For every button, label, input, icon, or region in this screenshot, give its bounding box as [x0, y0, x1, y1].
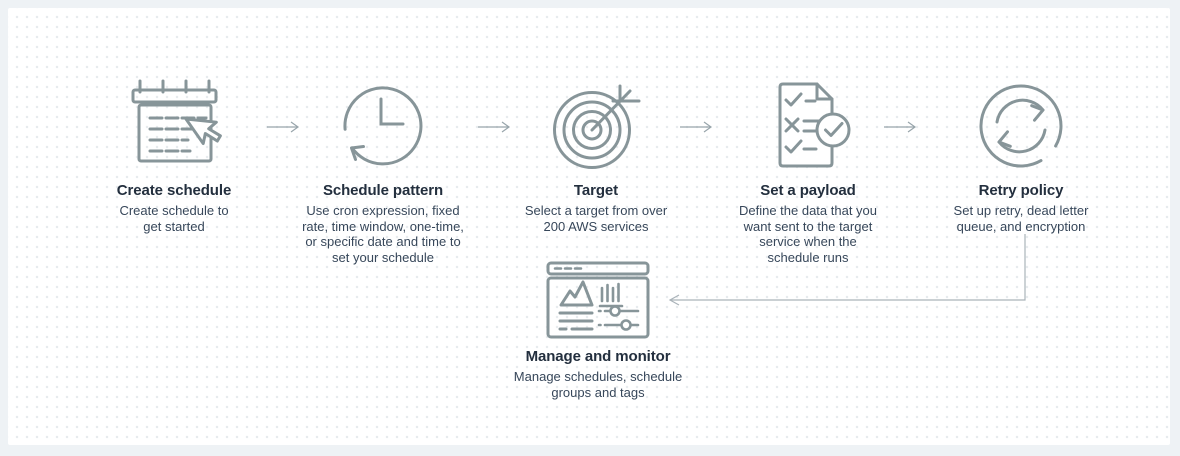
step-description: Use cron expression, fixed rate, time wi… — [302, 203, 464, 265]
retry-sync-icon — [926, 78, 1116, 174]
step-description: Manage schedules, schedule groups and ta… — [513, 369, 683, 400]
flow-arrow-icon — [679, 120, 715, 134]
monitor-dashboard-icon — [498, 260, 698, 340]
flow-arrow-icon — [477, 120, 513, 134]
step-title: Schedule pattern — [322, 182, 444, 199]
calendar-cursor-icon — [94, 78, 254, 174]
step-title: Target — [573, 182, 619, 199]
elbow-connector-arrow — [653, 226, 1033, 308]
diagram-panel: Create schedule Create schedule to get s… — [8, 8, 1170, 445]
step-description: Select a target from over 200 AWS servic… — [524, 203, 668, 234]
recurring-clock-icon — [288, 78, 478, 174]
step-retry-policy: Retry policy Set up retry, dead letter q… — [926, 78, 1116, 234]
step-schedule-pattern: Schedule pattern Use cron expression, fi… — [288, 78, 478, 265]
step-create-schedule: Create schedule Create schedule to get s… — [94, 78, 254, 234]
step-target: Target Select a target from over 200 AWS… — [506, 78, 686, 234]
step-manage-monitor: Manage and monitor Manage schedules, sch… — [498, 260, 698, 400]
step-title: Set a payload — [760, 182, 856, 199]
step-title: Create schedule — [116, 182, 232, 199]
step-description: Define the data that you want sent to th… — [738, 203, 878, 265]
target-bullseye-icon — [506, 78, 686, 174]
step-set-payload: Set a payload Define the data that you w… — [723, 78, 893, 265]
flow-arrow-icon — [266, 120, 302, 134]
flow-arrow-icon — [883, 120, 919, 134]
payload-checklist-icon — [723, 78, 893, 174]
step-title: Manage and monitor — [525, 348, 671, 365]
step-description: Create schedule to get started — [119, 203, 229, 234]
step-title: Retry policy — [978, 182, 1064, 199]
step-description: Set up retry, dead letter queue, and enc… — [953, 203, 1089, 234]
